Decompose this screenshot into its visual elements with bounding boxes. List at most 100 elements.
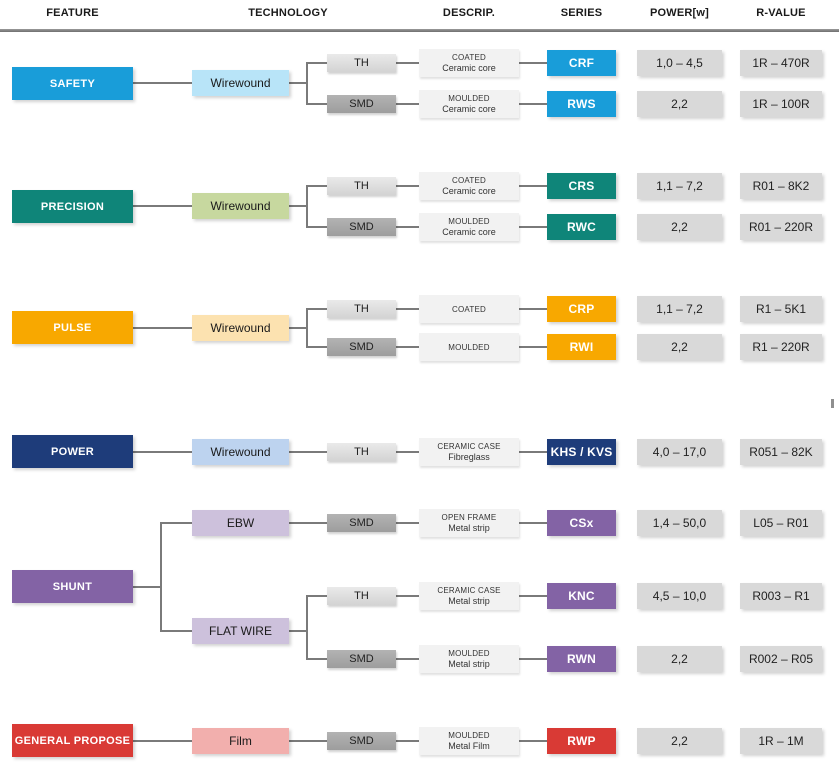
series-box-khs-kvs: KHS / KVS <box>547 439 616 465</box>
description-line1: MOULDED <box>448 649 490 658</box>
connector-line <box>133 327 192 329</box>
resistance-value-box: 1R – 100R <box>740 91 822 117</box>
description-box: MOULDED Ceramic core <box>419 213 519 241</box>
series-box-crf: CRF <box>547 50 616 76</box>
connector-line <box>306 595 308 660</box>
description-line1: MOULDED <box>448 731 490 740</box>
connector-line <box>519 658 547 660</box>
column-header-rvalue: R-VALUE <box>756 7 806 19</box>
connector-line <box>289 740 327 742</box>
connector-line <box>289 327 307 329</box>
connector-line <box>396 226 419 228</box>
power-value-box: 2,2 <box>637 646 722 672</box>
connector-line <box>306 226 327 228</box>
connector-line <box>289 451 327 453</box>
series-box-crp: CRP <box>547 296 616 322</box>
power-value-box: 2,2 <box>637 334 722 360</box>
power-value-box: 2,2 <box>637 91 722 117</box>
description-box: CERAMIC CASE Fibreglass <box>419 438 519 466</box>
series-box-crs: CRS <box>547 173 616 199</box>
series-box-rwn: RWN <box>547 646 616 672</box>
description-line2: Ceramic core <box>442 63 496 73</box>
resistance-value-box: R01 – 8K2 <box>740 173 822 199</box>
connector-line <box>160 522 162 632</box>
connector-line <box>519 346 547 348</box>
connector-line <box>306 308 308 348</box>
technology-box-wirewound: Wirewound <box>192 193 289 219</box>
column-header-power: POWER[w] <box>649 7 710 19</box>
description-box: MOULDED Metal Film <box>419 727 519 755</box>
connector-line <box>289 205 307 207</box>
description-line1: MOULDED <box>448 94 490 103</box>
description-line1: COATED <box>452 53 486 62</box>
connector-line <box>306 62 327 64</box>
description-line2: Metal strip <box>448 659 490 669</box>
description-box: MOULDED <box>419 333 519 361</box>
connector-line <box>396 308 419 310</box>
connector-line <box>306 62 308 105</box>
power-value-box: 4,0 – 17,0 <box>637 439 722 465</box>
connector-line <box>306 595 327 597</box>
connector-line <box>133 586 162 588</box>
connector-line <box>519 522 547 524</box>
connector-line <box>133 451 192 453</box>
connector-line <box>396 595 419 597</box>
description-line1: MOULDED <box>448 342 490 352</box>
feature-box-safety: SAFETY <box>12 67 133 100</box>
connector-line <box>306 308 327 310</box>
connector-line <box>396 346 419 348</box>
technology-box-wirewound: Wirewound <box>192 70 289 96</box>
connector-line <box>519 62 547 64</box>
connector-line <box>160 630 192 632</box>
power-value-box: 1,1 – 7,2 <box>637 173 722 199</box>
resistance-value-box: L05 – R01 <box>740 510 822 536</box>
resistance-value-box: R1 – 220R <box>740 334 822 360</box>
column-header-technology: TECHNOLOGY <box>248 7 328 19</box>
description-line1: CERAMIC CASE <box>437 586 501 595</box>
mount-box-th: TH <box>327 443 396 461</box>
mount-box-smd: SMD <box>327 218 396 236</box>
series-box-rws: RWS <box>547 91 616 117</box>
technology-box-wirewound: Wirewound <box>192 315 289 341</box>
mount-box-th: TH <box>327 54 396 72</box>
connector-line <box>519 308 547 310</box>
description-line2: Ceramic core <box>442 104 496 114</box>
mount-box-smd: SMD <box>327 338 396 356</box>
description-line2: Metal strip <box>448 596 490 606</box>
power-value-box: 1,4 – 50,0 <box>637 510 722 536</box>
series-box-rwp: RWP <box>547 728 616 754</box>
power-value-box: 4,5 – 10,0 <box>637 583 722 609</box>
series-box-knc: KNC <box>547 583 616 609</box>
feature-box-precision: PRECISION <box>12 190 133 223</box>
description-line2: Metal Film <box>448 741 490 751</box>
description-line2: Ceramic core <box>442 186 496 196</box>
power-value-box: 1,1 – 7,2 <box>637 296 722 322</box>
description-line2: Metal strip <box>448 523 490 533</box>
connector-line <box>396 740 419 742</box>
description-box: COATED <box>419 295 519 323</box>
connector-line <box>306 103 327 105</box>
description-line2: Ceramic core <box>442 227 496 237</box>
technology-box-flat-wire: FLAT WIRE <box>192 618 289 644</box>
connector-line <box>289 630 307 632</box>
series-box-rwi: RWI <box>547 334 616 360</box>
connector-line <box>396 103 419 105</box>
column-header-descrip: DESCRIP. <box>442 7 496 19</box>
mount-box-smd: SMD <box>327 650 396 668</box>
technology-box-wirewound: Wirewound <box>192 439 289 465</box>
resistance-value-box: 1R – 1M <box>740 728 822 754</box>
description-line1: COATED <box>452 304 486 314</box>
resistance-value-box: 1R – 470R <box>740 50 822 76</box>
connector-line <box>519 595 547 597</box>
mount-box-th: TH <box>327 177 396 195</box>
series-box-rwc: RWC <box>547 214 616 240</box>
mount-box-smd: SMD <box>327 95 396 113</box>
connector-line <box>519 740 547 742</box>
connector-line <box>519 226 547 228</box>
resistance-value-box: R002 – R05 <box>740 646 822 672</box>
feature-box-pulse: PULSE <box>12 311 133 344</box>
mount-box-th: TH <box>327 300 396 318</box>
connector-line <box>160 522 192 524</box>
power-value-box: 1,0 – 4,5 <box>637 50 722 76</box>
connector-line <box>519 103 547 105</box>
